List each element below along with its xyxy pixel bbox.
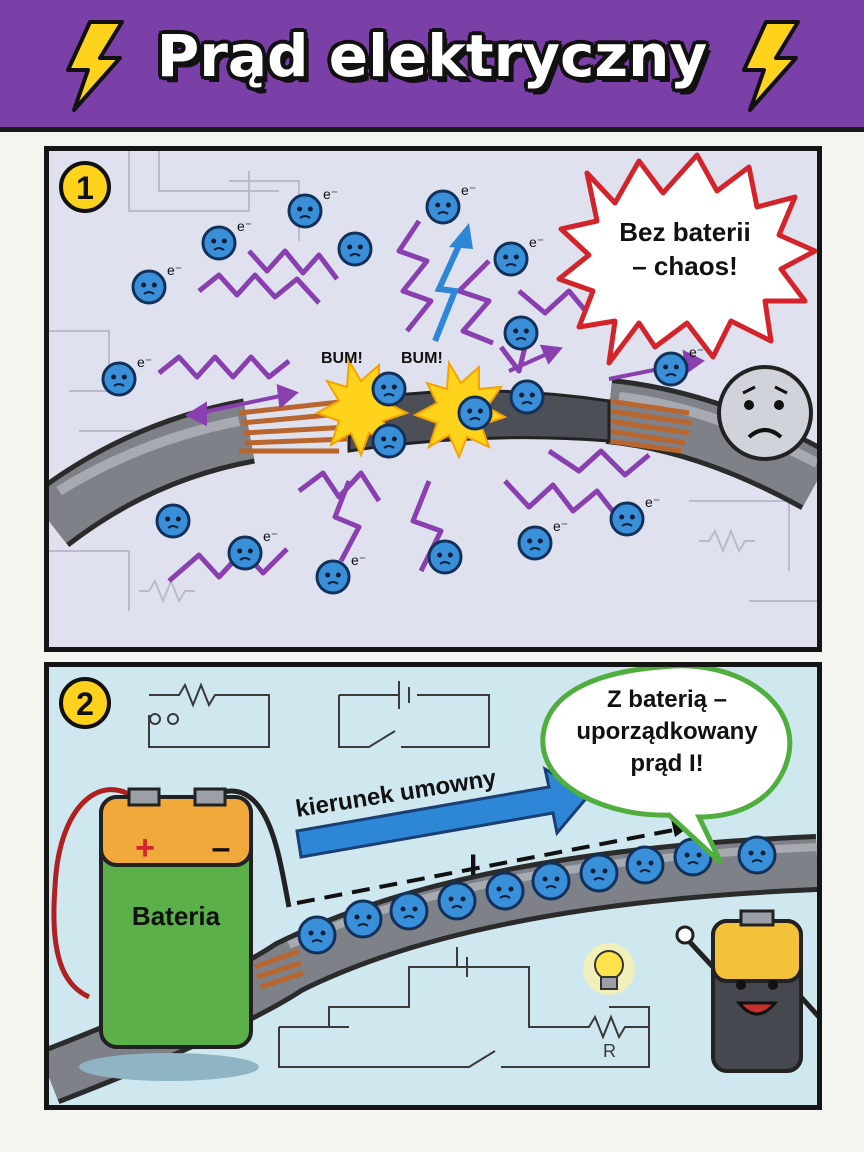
current-symbol: I xyxy=(469,849,477,882)
electron-icon: e⁻ xyxy=(287,186,338,229)
battery-label: Bateria xyxy=(132,901,221,931)
svg-text:– chaos!: – chaos! xyxy=(632,251,738,281)
electron-icon: e⁻ xyxy=(101,354,152,397)
panel-chaos: 1 xyxy=(44,146,822,652)
svg-text:uporządkowany: uporządkowany xyxy=(576,718,758,745)
electron-icon: e⁻ xyxy=(517,518,568,561)
page-title: Prąd elektryczny xyxy=(156,22,708,90)
electron-icon xyxy=(625,845,665,885)
electron-label: e⁻ xyxy=(263,528,278,544)
black-wire xyxy=(207,788,292,908)
electron-label: e⁻ xyxy=(137,354,152,370)
lightning-bolt-icon xyxy=(742,20,800,112)
electron-label: e⁻ xyxy=(529,234,544,250)
electron-icon xyxy=(485,871,525,911)
panel-chaos-illustration: 1 xyxy=(49,151,817,611)
electrons-ordered xyxy=(297,835,777,955)
panel-order-illustration: R 2 xyxy=(49,667,817,1105)
lightning-bolt-icon xyxy=(66,20,124,112)
svg-text:Z baterią –: Z baterią – xyxy=(607,686,727,713)
resistor-label: R xyxy=(603,1041,616,1061)
electron-icon: e⁻ xyxy=(201,218,252,261)
electron-label: e⁻ xyxy=(461,182,476,198)
svg-text:2: 2 xyxy=(76,686,94,722)
electron-icon: e⁻ xyxy=(609,494,660,537)
happy-battery-character xyxy=(675,909,817,1073)
electron-icon xyxy=(457,395,493,431)
electron-icon xyxy=(337,231,373,267)
circuit-diagram-top xyxy=(148,681,490,748)
electron-icon: e⁻ xyxy=(315,552,366,595)
svg-text:prąd I!: prąd I! xyxy=(630,750,703,777)
electron-icon xyxy=(503,315,539,351)
circuit-diagram-bottom xyxy=(278,947,650,1068)
electron-label: e⁻ xyxy=(167,262,182,278)
electron-icon: e⁻ xyxy=(653,344,704,387)
electron-icon xyxy=(737,835,777,875)
title-banner: Prąd elektryczny xyxy=(0,0,864,132)
electron-icon xyxy=(297,915,337,955)
electron-icon xyxy=(389,891,429,931)
electron-icon: e⁻ xyxy=(493,234,544,277)
copper-wire xyxy=(254,948,304,990)
svg-text:Bez baterii: Bez baterii xyxy=(619,217,751,247)
electron-icon xyxy=(437,881,477,921)
speech-bubble-chaos: Bez baterii – chaos! xyxy=(556,152,817,366)
electron-icon: e⁻ xyxy=(131,262,182,305)
electron-icon xyxy=(427,539,463,575)
sad-face-character xyxy=(717,365,813,461)
copper-wire-right xyxy=(608,398,692,454)
electron-label: e⁻ xyxy=(237,218,252,234)
panel-number-badge: 2 xyxy=(59,677,111,729)
electron-label: e⁻ xyxy=(689,344,704,360)
svg-text:1: 1 xyxy=(76,170,94,206)
electron-icon xyxy=(509,379,545,415)
chaotic-motion-lines xyxy=(157,219,651,583)
electron-icon xyxy=(371,371,407,407)
panel-order: R 2 xyxy=(44,662,822,1110)
light-bulb-icon xyxy=(583,943,635,995)
red-wire xyxy=(51,787,147,1000)
electron-icon xyxy=(343,899,383,939)
electron-icon: e⁻ xyxy=(227,528,278,571)
electron-label: e⁻ xyxy=(553,518,568,534)
electron-label: e⁻ xyxy=(351,552,366,568)
battery-minus: – xyxy=(212,829,231,867)
conventional-direction-arrow: kierunek umowny xyxy=(294,764,592,859)
electron-icon xyxy=(531,861,571,901)
electron-icon: e⁻ xyxy=(425,182,476,225)
speech-bubble-order: Z baterią – uporządkowany prąd I! xyxy=(540,667,793,865)
blue-arrow xyxy=(432,223,473,343)
bum-label: BUM! xyxy=(321,350,363,367)
electron-icon xyxy=(155,503,191,539)
electrons-chaos: e⁻ e⁻ e⁻ e⁻ e⁻ e⁻ e⁻ e⁻ e⁻ e⁻ e⁻ xyxy=(101,182,704,595)
electron-label: e⁻ xyxy=(645,494,660,510)
battery: + – Bateria xyxy=(79,787,259,1081)
electron-label: e⁻ xyxy=(323,186,338,202)
panel-number-badge: 1 xyxy=(59,161,111,213)
bum-label: BUM! xyxy=(401,350,443,367)
electron-icon xyxy=(371,423,407,459)
battery-plus: + xyxy=(135,829,155,867)
electron-icon xyxy=(579,853,619,893)
